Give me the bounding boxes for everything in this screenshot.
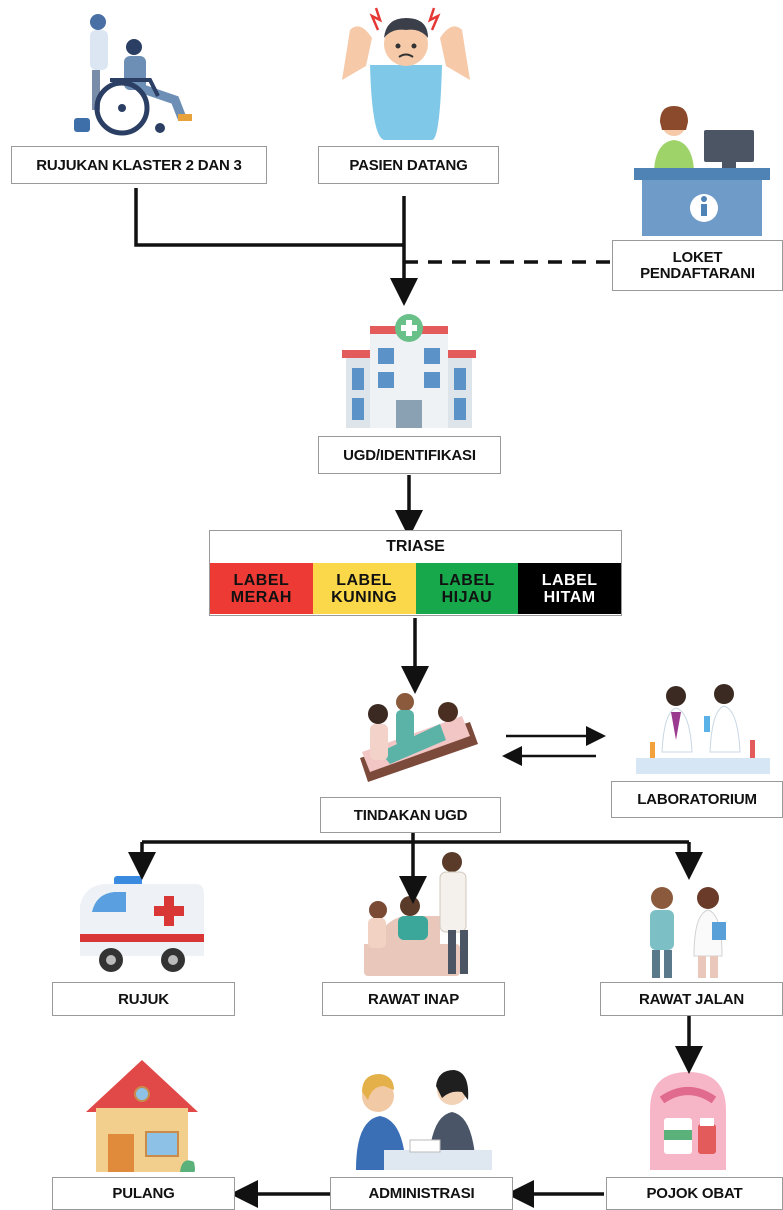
home-icon [86, 1060, 198, 1172]
headache-patient-icon [342, 7, 470, 140]
node-ugd-identifikasi: UGD/IDENTIFIKASI [318, 436, 501, 474]
node-rawat-inap: RAWAT INAP [322, 982, 505, 1016]
triase-title: TRIASE [386, 538, 445, 555]
outpatient-consultation-icon [650, 887, 726, 978]
pharmacy-icon [650, 1072, 726, 1170]
wheelchair-patient-icon [74, 14, 192, 136]
node-laboratorium: LABORATORIUM [611, 781, 783, 818]
hospital-building-icon [342, 314, 476, 428]
connector-rujukan [134, 188, 404, 247]
node-administrasi: ADMINISTRASI [330, 1177, 513, 1210]
node-rujuk: RUJUK [52, 982, 235, 1016]
inpatient-bed-icon [364, 852, 468, 976]
triase-label-3: LABEL HITAM [518, 563, 621, 614]
triase-label-0: LABEL MERAH [210, 563, 313, 614]
node-pojok-obat: POJOK OBAT [606, 1177, 783, 1210]
node-rawat-jalan: RAWAT JALAN [600, 982, 783, 1016]
laboratory-scientists-icon [636, 684, 770, 774]
er-treatment-icon [360, 693, 478, 782]
node-tindakan-ugd: TINDAKAN UGD [320, 797, 501, 833]
node-pulang: PULANG [52, 1177, 235, 1210]
reception-desk-icon [634, 106, 770, 236]
ambulance-icon [80, 876, 204, 972]
triase-label-1: LABEL KUNING [312, 563, 416, 614]
connectors [128, 188, 703, 1208]
administration-meeting-icon [356, 1070, 492, 1170]
node-loket-pendaftaran: LOKET PENDAFTARANI [612, 240, 783, 291]
triase-label-2: LABEL HIJAU [415, 563, 519, 614]
node-rujukan-klaster: RUJUKAN KLASTER 2 DAN 3 [11, 146, 267, 184]
node-pasien-datang: PASIEN DATANG [318, 146, 499, 184]
